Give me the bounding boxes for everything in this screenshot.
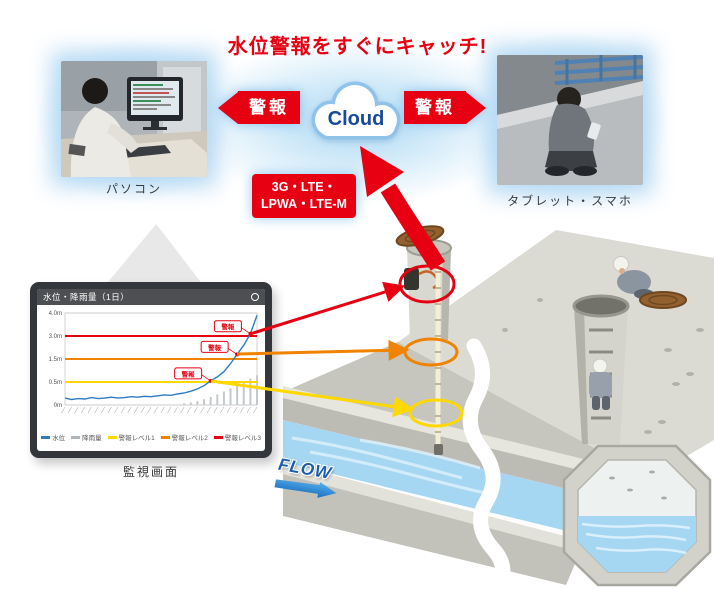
svg-text:警報: 警報: [221, 322, 235, 331]
cloud-label: Cloud: [328, 108, 385, 130]
sensor-weight: [434, 444, 443, 455]
svg-text:0m: 0m: [54, 403, 62, 409]
tablet-photo: [497, 55, 643, 185]
settings-icon: [251, 293, 259, 301]
legend-label: 水位: [52, 435, 66, 442]
alarm-arrow-left: 警報: [218, 91, 300, 124]
legend-marker: [160, 435, 170, 439]
svg-text:0.5m: 0.5m: [49, 380, 62, 386]
pc-photo-illustration: [61, 61, 207, 177]
manhole-opening: [572, 294, 630, 318]
chart-legend: 水位 降雨量 警報レベル1 警報レベル2 警報レベル3: [37, 423, 265, 451]
svg-text:3.0m: 3.0m: [49, 334, 62, 340]
manhole-cover: [639, 291, 687, 309]
culvert-cross-section: [562, 444, 712, 587]
svg-text:1.5m: 1.5m: [49, 357, 62, 363]
svg-text:警報: 警報: [208, 343, 222, 352]
cross-section-water: [578, 516, 696, 572]
legend-item: 警報レベル2: [160, 432, 208, 442]
alarm-arrow-left-head-icon: [218, 91, 238, 124]
network-badge-line2: LPWA・LTE-M: [261, 196, 347, 211]
network-badge-line1: 3G・LTE・: [271, 180, 337, 194]
legend-marker: [71, 435, 81, 439]
legend-label: 警報レベル1: [118, 435, 155, 442]
svg-text:4.0m: 4.0m: [49, 311, 62, 317]
legend-item: 警報レベル1: [107, 432, 155, 442]
legend-label: 降雨量: [82, 435, 102, 442]
legend-marker: [41, 435, 51, 439]
alarm-arrow-right-label: 警報: [404, 91, 466, 124]
legend-label: 警報レベル3: [224, 435, 261, 442]
chart-title: 水位・降雨量（1日）: [43, 292, 130, 302]
alarm-arrow-right: 警報: [404, 91, 486, 124]
cloud: Cloud: [303, 78, 407, 146]
pc-photo: [61, 61, 207, 177]
alarm-arrow-left-label: 警報: [238, 91, 300, 124]
flow-indicator: FLOW: [273, 455, 343, 508]
worker-kneeling: [613, 256, 654, 299]
flow-arrow-icon: [274, 479, 337, 498]
worker-climbing: [589, 358, 612, 410]
page-title: 水位警報をすぐにキャッチ!: [227, 36, 488, 58]
sensor-device: [404, 268, 419, 290]
network-badge: 3G・LTE・ LPWA・LTE-M: [252, 174, 356, 218]
svg-text:警報: 警報: [182, 369, 196, 378]
legend-item: 警報レベル3: [213, 432, 261, 442]
legend-item: 水位: [41, 432, 65, 442]
legend-marker: [213, 435, 223, 439]
alarm-arrow-right-head-icon: [466, 91, 486, 124]
tablet-photo-illustration: [497, 55, 643, 185]
channel-water: [283, 420, 604, 540]
monitor-caption: 監視画面: [122, 465, 179, 479]
tablet-caption: タブレット・スマホ: [507, 194, 633, 208]
legend-item: 降雨量: [71, 432, 102, 442]
legend-marker: [107, 435, 117, 439]
chart-header: 水位・降雨量（1日）: [37, 289, 265, 305]
person-head: [82, 78, 108, 104]
cloud-icon: Cloud: [311, 81, 401, 140]
pc-caption: パソコン: [105, 182, 162, 196]
cutaway-wave: [462, 338, 511, 590]
legend-label: 警報レベル2: [171, 435, 208, 442]
